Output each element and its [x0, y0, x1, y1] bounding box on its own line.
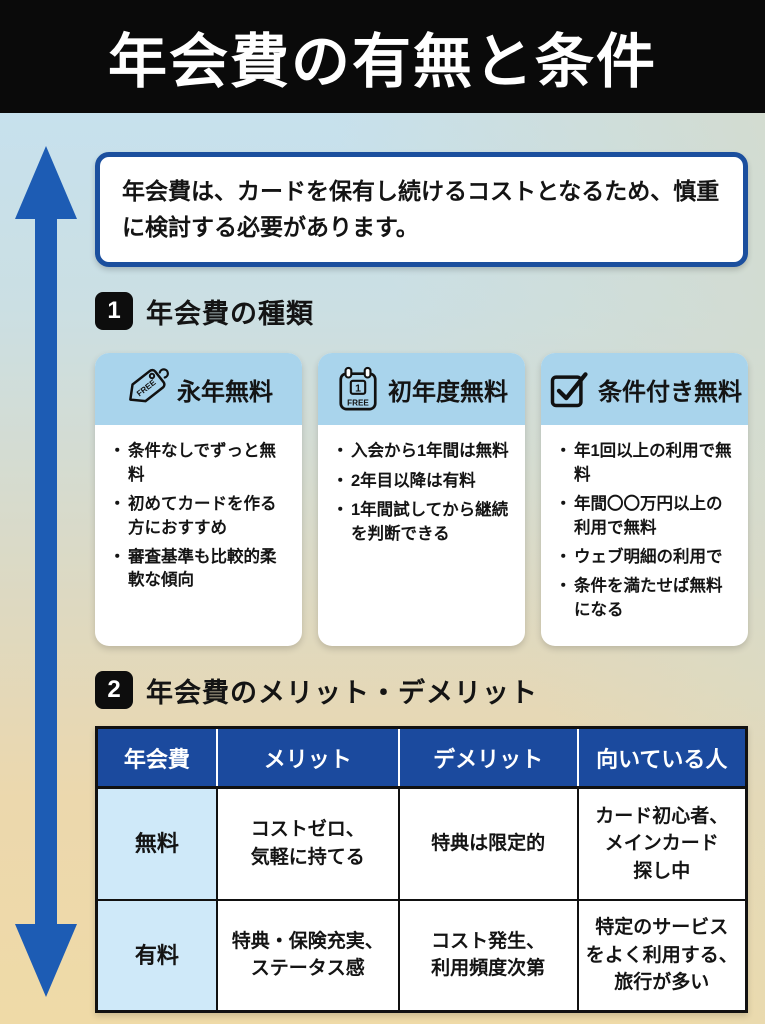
- row-label-free: 無料: [95, 786, 218, 901]
- cell-paid-merit: 特典・保険充実、 ステータス感: [215, 898, 400, 1013]
- card-lifetime-free-title: 永年無料: [177, 378, 273, 406]
- row-label-paid: 有料: [95, 898, 218, 1013]
- price-tag-free-icon: FREE: [124, 366, 170, 412]
- intro-text: 年会費は、カードを保有し続けるコストとなるため、慎重に検討する必要があります。: [122, 178, 720, 240]
- cell-paid-demerit: コスト発生、 利用頻度次第: [397, 898, 579, 1013]
- bullet: 条件を満たせば無料になる: [555, 575, 736, 622]
- bullet: ウェブ明細の利用で: [555, 546, 736, 570]
- section2-title: 年会費のメリット・デメリット: [146, 677, 538, 708]
- page-title: 年会費の有無と条件: [107, 29, 657, 95]
- bullet: 2年目以降は有料: [332, 470, 513, 494]
- card-conditional-free-header: 条件付き無料: [541, 353, 748, 426]
- cell-paid-suited: 特定のサービス をよく利用する、 旅行が多い: [576, 898, 748, 1013]
- card-conditional-free: 条件付き無料 年1回以上の利用で無料 年間〇〇万円以上の利用で無料 ウェブ明細の…: [541, 353, 748, 647]
- bullet: 1年間試してから継続を判断できる: [332, 499, 513, 546]
- checkbox-check-icon: [547, 367, 591, 411]
- calendar-first-year-icon: 1 FREE: [335, 366, 381, 412]
- bullet: 審査基準も比較的柔軟な傾向: [109, 546, 290, 593]
- svg-text:FREE: FREE: [347, 399, 369, 408]
- col-header-demerit: デメリット: [397, 727, 578, 790]
- cell-free-demerit: 特典は限定的: [397, 786, 579, 901]
- card-first-year-free-body: 入会から1年間は無料 2年目以降は有料 1年間試してから継続を判断できる: [318, 425, 525, 646]
- table-row-free: 無料 コストゼロ、 気軽に持てる 特典は限定的 カード初心者、 メインカード 探…: [95, 786, 748, 901]
- bullet: 初めてカードを作る方におすすめ: [109, 493, 290, 540]
- bullet: 年間〇〇万円以上の利用で無料: [555, 493, 736, 540]
- cell-free-merit: コストゼロ、 気軽に持てる: [215, 786, 400, 901]
- col-header-fee: 年会費: [96, 727, 217, 790]
- bullet: 年1回以上の利用で無料: [555, 440, 736, 487]
- section2-heading: 2 年会費のメリット・デメリット: [95, 670, 748, 710]
- title-bar: 年会費の有無と条件: [0, 0, 765, 113]
- section2-number-badge: 2: [95, 671, 133, 710]
- card-lifetime-free-header: FREE 永年無料: [95, 353, 302, 426]
- table-header-row: 年会費 メリット デメリット 向いている人: [96, 727, 747, 790]
- card-first-year-free: 1 FREE 初年度無料 入会から1年間は無料 2年目以降は有料 1年間試してか…: [318, 353, 525, 647]
- col-header-suited: 向いている人: [576, 727, 747, 790]
- card-lifetime-free: FREE 永年無料 条件なしでずっと無料 初めてカードを作る方におすすめ 審査基…: [95, 353, 302, 647]
- card-first-year-free-title: 初年度無料: [388, 378, 508, 406]
- section1-number-badge: 1: [95, 292, 133, 331]
- card-conditional-free-title: 条件付き無料: [598, 378, 742, 406]
- card-first-year-free-header: 1 FREE 初年度無料: [318, 353, 525, 426]
- fee-comparison-table: 年会費 メリット デメリット 向いている人 無料 コストゼロ、 気軽に持てる 特…: [95, 726, 748, 1014]
- section1-title: 年会費の種類: [146, 298, 314, 329]
- bullet: 入会から1年間は無料: [332, 440, 513, 464]
- svg-text:1: 1: [355, 383, 361, 395]
- col-header-merit: メリット: [215, 727, 399, 790]
- section1-heading: 1 年会費の種類: [95, 291, 748, 331]
- cell-free-suited: カード初心者、 メインカード 探し中: [576, 786, 748, 901]
- table-row-paid: 有料 特典・保険充実、 ステータス感 コスト発生、 利用頻度次第 特定のサービス…: [95, 898, 748, 1013]
- card-lifetime-free-body: 条件なしでずっと無料 初めてカードを作る方におすすめ 審査基準も比較的柔軟な傾向: [95, 425, 302, 646]
- intro-callout: 年会費は、カードを保有し続けるコストとなるため、慎重に検討する必要があります。: [95, 152, 748, 268]
- card-conditional-free-body: 年1回以上の利用で無料 年間〇〇万円以上の利用で無料 ウェブ明細の利用で 条件を…: [541, 425, 748, 646]
- bullet: 条件なしでずっと無料: [109, 440, 290, 487]
- content-column: 年会費は、カードを保有し続けるコストとなるため、慎重に検討する必要があります。 …: [95, 113, 748, 1014]
- fee-type-cards: FREE 永年無料 条件なしでずっと無料 初めてカードを作る方におすすめ 審査基…: [95, 353, 748, 647]
- vertical-double-arrow-icon: [15, 146, 77, 997]
